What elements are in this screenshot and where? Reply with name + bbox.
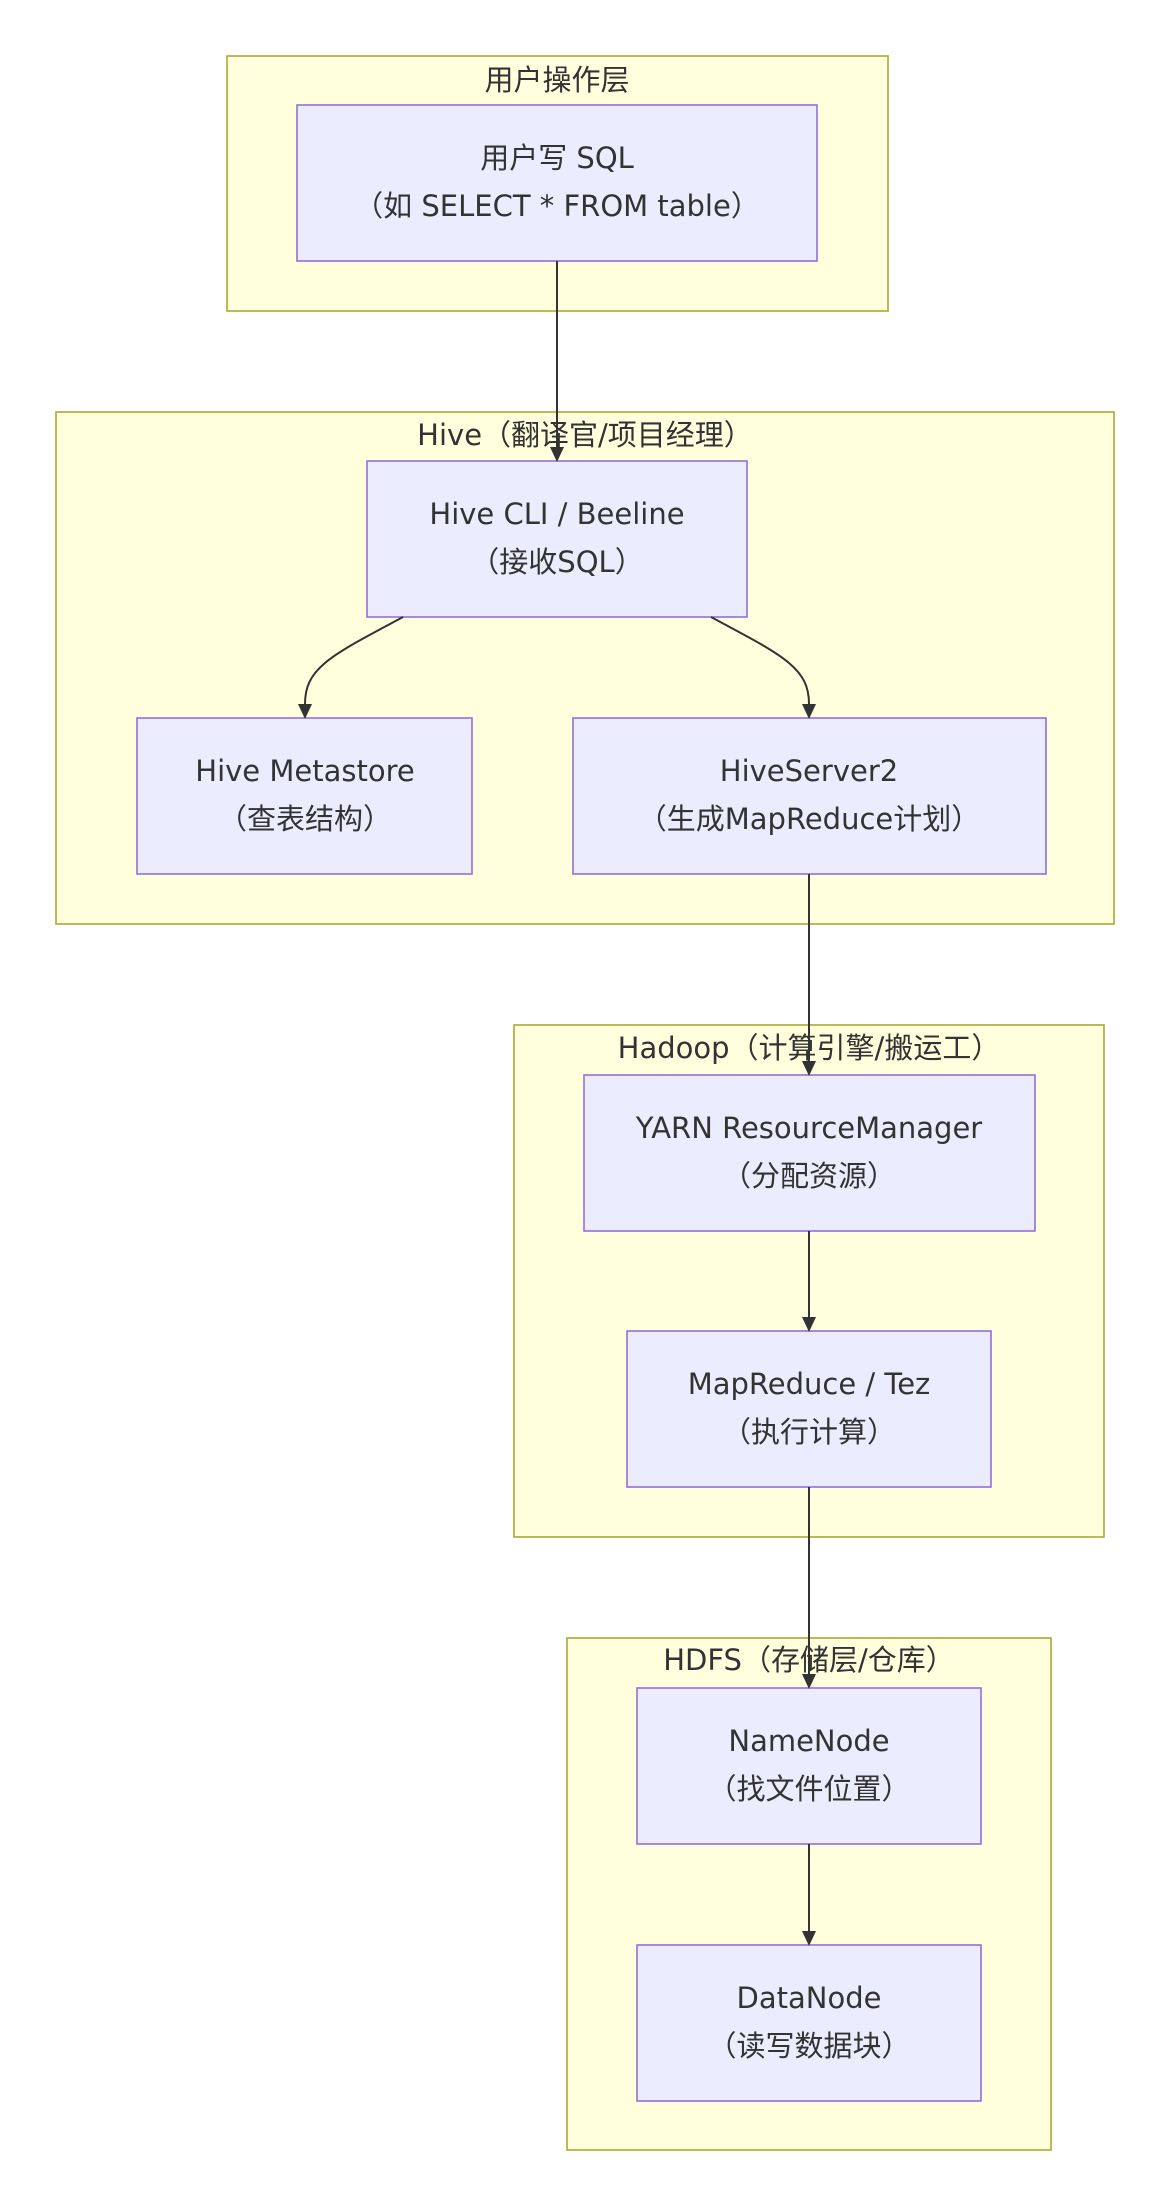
cluster-title-user-layer: 用户操作层 <box>484 63 629 97</box>
arrow-head-icon <box>298 704 312 719</box>
node-hive-metastore-line1: Hive Metastore <box>195 754 414 788</box>
node-hive-cli-line1: Hive CLI / Beeline <box>429 497 684 531</box>
node-hive-metastore: Hive Metastore （查表结构） <box>136 717 473 875</box>
node-datanode-line1: DataNode <box>737 1981 882 2015</box>
node-hive-cli: Hive CLI / Beeline （接收SQL） <box>366 460 748 618</box>
node-hiveserver2-line1: HiveServer2 <box>720 754 898 788</box>
node-hiveserver2: HiveServer2 （生成MapReduce计划） <box>572 717 1047 875</box>
arrow-head-icon <box>802 1674 816 1689</box>
cluster-title-hive: Hive（翻译官/项目经理） <box>417 418 753 452</box>
edge-yarn-to-mapreduce <box>802 1231 816 1332</box>
arrow-head-icon <box>550 447 564 462</box>
node-hiveserver2-line2: （生成MapReduce计划） <box>638 802 980 836</box>
arrow-head-icon <box>802 704 816 719</box>
node-namenode-line1: NameNode <box>728 1724 889 1758</box>
edge-namenode-to-datanode <box>802 1844 816 1946</box>
node-namenode: NameNode （找文件位置） <box>636 1687 982 1845</box>
node-yarn-resourcemanager: YARN ResourceManager （分配资源） <box>583 1074 1036 1232</box>
arrow-head-icon <box>802 1061 816 1076</box>
node-yarn-line2: （分配资源） <box>722 1159 896 1193</box>
node-user-sql-line2: （如 SELECT * FROM table） <box>354 189 760 223</box>
node-hive-cli-line2: （接收SQL） <box>470 545 643 579</box>
arrow-head-icon <box>802 1931 816 1946</box>
edge-hive-cli-to-metastore <box>298 616 404 719</box>
node-mapreduce-tez: MapReduce / Tez （执行计算） <box>626 1330 992 1488</box>
arrow-head-icon <box>802 1317 816 1332</box>
node-hive-metastore-line2: （查表结构） <box>218 802 392 836</box>
node-user-sql-line1: 用户写 SQL <box>480 141 634 175</box>
edge-mapreduce-to-namenode <box>802 1487 816 1689</box>
node-datanode-line2: （读写数据块） <box>707 2029 910 2063</box>
edge-hiveserver2-to-yarn <box>802 874 816 1076</box>
node-datanode: DataNode （读写数据块） <box>636 1944 982 2102</box>
edge-user-sql-to-hive-cli <box>550 261 564 462</box>
node-user-sql: 用户写 SQL （如 SELECT * FROM table） <box>296 104 818 262</box>
node-yarn-line1: YARN ResourceManager <box>635 1111 983 1145</box>
node-mapreduce-line1: MapReduce / Tez <box>688 1367 931 1401</box>
node-mapreduce-line2: （执行计算） <box>722 1415 896 1449</box>
edge-hive-cli-to-hiveserver2 <box>710 616 816 719</box>
node-namenode-line2: （找文件位置） <box>707 1772 910 1806</box>
